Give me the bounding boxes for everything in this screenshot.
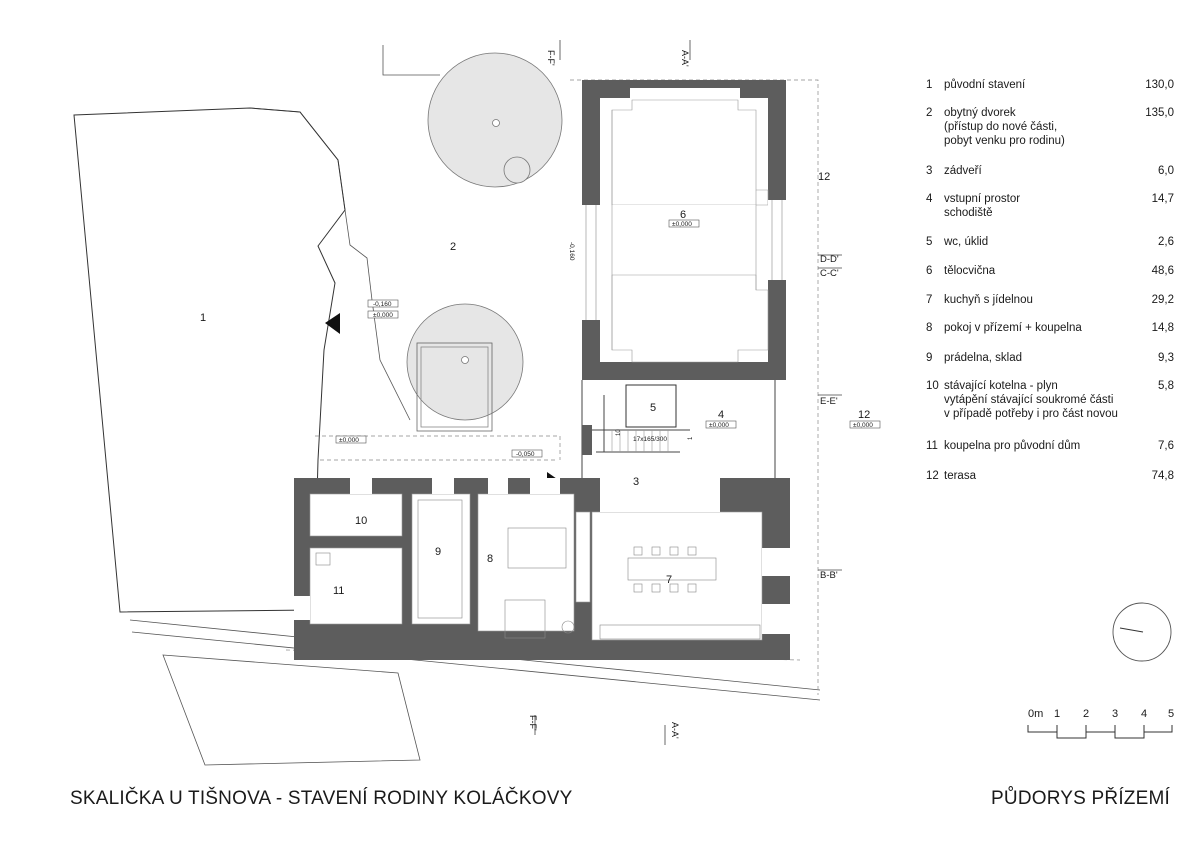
legend-num: 6 bbox=[926, 265, 933, 277]
level-court-d: -0,050 bbox=[516, 451, 535, 458]
scale-label-1: 1 bbox=[1054, 708, 1060, 720]
room-label-4: 4 bbox=[718, 409, 724, 421]
legend-area: 2,6 bbox=[1158, 236, 1174, 248]
gym-windows bbox=[585, 200, 783, 320]
legend-text: obytný dvorek (přístup do nové části, po… bbox=[944, 107, 1065, 147]
room-label-9: 9 bbox=[435, 546, 441, 558]
project-title: SKALIČKA U TIŠNOVA - STAVENÍ RODINY KOLÁ… bbox=[70, 788, 573, 809]
stair-start: 1 bbox=[688, 436, 694, 440]
legend-area: 7,6 bbox=[1158, 440, 1174, 452]
entry-arrow-west bbox=[325, 313, 340, 334]
room-label-11: 11 bbox=[333, 585, 344, 597]
legend-text: vstupní prostor schodiště bbox=[944, 193, 1021, 219]
scale-label-5: 5 bbox=[1168, 708, 1174, 720]
scale-bar bbox=[1027, 725, 1173, 739]
section-aa-top: A-A' bbox=[680, 50, 690, 67]
legend-num: 1 bbox=[926, 79, 933, 91]
room-label-7: 7 bbox=[666, 574, 672, 586]
room-label-1: 1 bbox=[200, 312, 206, 324]
legend-area: 74,8 bbox=[1151, 470, 1174, 482]
legend-text: původní stavení bbox=[944, 79, 1026, 91]
scale-label-3: 3 bbox=[1112, 708, 1118, 720]
section-bb: B-B' bbox=[820, 570, 838, 581]
legend-text: koupelna pro původní dům bbox=[944, 440, 1081, 452]
south-building-furniture bbox=[315, 499, 761, 640]
legend-area: 29,2 bbox=[1151, 294, 1174, 306]
room-label-12-east: 12 bbox=[858, 409, 870, 421]
legend-text: terasa bbox=[944, 470, 976, 482]
stair-note: 17x165/300 bbox=[633, 436, 667, 443]
room-label-5: 5 bbox=[650, 402, 656, 414]
gym-walls bbox=[582, 80, 786, 380]
room-label-3: 3 bbox=[633, 476, 639, 488]
legend-area: 6,0 bbox=[1158, 165, 1174, 177]
scale-label-4: 4 bbox=[1141, 708, 1147, 720]
scale-label-0: 0m bbox=[1028, 708, 1043, 720]
scale-label-2: 2 bbox=[1083, 708, 1089, 720]
sheet-title: PŮDORYS PŘÍZEMÍ bbox=[991, 788, 1170, 809]
legend-num: 8 bbox=[926, 322, 933, 334]
legend-num: 2 bbox=[926, 107, 933, 119]
legend-area: 130,0 bbox=[1145, 79, 1174, 91]
room-label-8: 8 bbox=[487, 553, 493, 565]
level-gym: ±0,000 bbox=[672, 221, 692, 228]
legend-area: 48,6 bbox=[1151, 265, 1174, 277]
legend-num: 12 bbox=[926, 470, 939, 482]
section-ff-top: F-F' bbox=[546, 50, 556, 66]
legend-num: 3 bbox=[926, 165, 933, 177]
section-markers bbox=[534, 40, 842, 745]
legend-num: 9 bbox=[926, 352, 933, 364]
legend-text: zádveří bbox=[944, 165, 982, 177]
south-building-rooms bbox=[309, 493, 763, 641]
level-court-a: -0,160 bbox=[373, 301, 392, 308]
legend-text: pokoj v přízemí + koupelna bbox=[944, 322, 1082, 334]
trees bbox=[406, 52, 563, 432]
legend-num: 11 bbox=[926, 440, 938, 452]
legend-area: 14,7 bbox=[1151, 193, 1174, 205]
room-label-12-north: 12 bbox=[818, 171, 830, 183]
legend-text: prádelna, sklad bbox=[944, 352, 1022, 364]
legend-text: stávající kotelna - plyn vytápění stávaj… bbox=[944, 380, 1118, 420]
building-1-outline bbox=[73, 107, 346, 613]
room-label-2: 2 bbox=[450, 241, 456, 253]
stair-steps: 10 bbox=[616, 429, 622, 436]
legend-num: 4 bbox=[926, 193, 933, 205]
window-openings bbox=[294, 478, 790, 634]
level-court-b: ±0,000 bbox=[373, 312, 393, 319]
legend-area: 9,3 bbox=[1158, 352, 1174, 364]
legend-num: 5 bbox=[926, 236, 933, 248]
north-arrow bbox=[1112, 602, 1172, 662]
level-walk-vertical: -0,160 bbox=[568, 242, 575, 261]
legend-area: 135,0 bbox=[1145, 107, 1174, 119]
room-label-6: 6 bbox=[680, 209, 686, 221]
legend-area: 14,8 bbox=[1151, 322, 1174, 334]
level-court-c: ±0,000 bbox=[339, 437, 359, 444]
section-dd: D-D' bbox=[820, 254, 839, 265]
legend-num: 10 bbox=[926, 380, 939, 392]
section-cc: C-C' bbox=[820, 268, 839, 279]
section-ff-bottom: F-F' bbox=[528, 715, 538, 731]
section-ee: E-E' bbox=[820, 396, 838, 407]
legend-num: 7 bbox=[926, 294, 933, 306]
room-label-10: 10 bbox=[355, 515, 367, 527]
level-terrace: ±0,000 bbox=[853, 422, 873, 429]
legend-text: wc, úklid bbox=[944, 236, 989, 248]
section-aa-bottom: A-A' bbox=[670, 722, 680, 739]
legend-text: tělocvična bbox=[944, 265, 996, 277]
stair-wall-block bbox=[582, 425, 592, 455]
level-boxes bbox=[335, 219, 881, 458]
legend-area: 5,8 bbox=[1158, 380, 1174, 392]
level-hall: ±0,000 bbox=[709, 422, 729, 429]
legend-text: kuchyň s jídelnou bbox=[944, 294, 1033, 306]
